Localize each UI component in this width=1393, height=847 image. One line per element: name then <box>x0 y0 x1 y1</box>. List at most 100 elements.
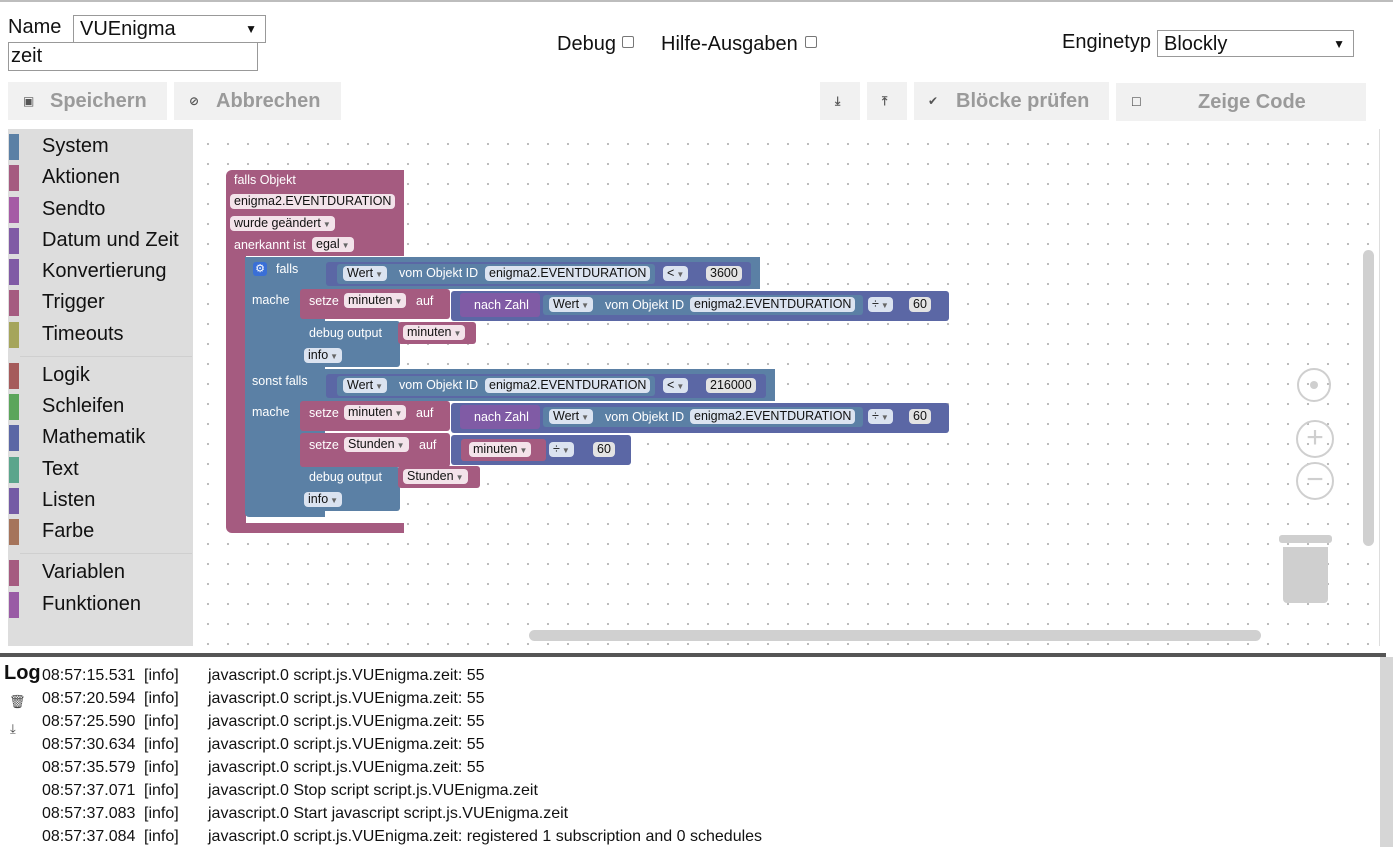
debug-checkbox[interactable] <box>622 36 634 48</box>
category-label: Aktionen <box>42 166 120 188</box>
operator-dropdown[interactable]: ÷▼ <box>549 442 574 457</box>
dropdown-arrow-icon: ▼ <box>394 409 403 418</box>
toolbox-category-variablen[interactable]: Variablen <box>8 560 193 586</box>
vom-objekt-label: vom Objekt ID <box>399 266 479 280</box>
toolbox-category-konvertierung[interactable]: Konvertierung <box>8 259 193 285</box>
dropdown-arrow-icon: ▼ <box>453 329 462 338</box>
save-button[interactable]: ▣ Speichern <box>8 82 167 120</box>
cancel-button[interactable]: ⊘ Abbrechen <box>174 82 341 120</box>
number-field[interactable]: 60 <box>909 409 931 424</box>
number-field[interactable]: 60 <box>909 297 931 312</box>
number-field[interactable]: 216000 <box>706 378 756 393</box>
toolbox-category-aktionen[interactable]: Aktionen <box>8 165 193 191</box>
log-level-dropdown[interactable]: info▼ <box>304 492 343 507</box>
recenter-icon[interactable] <box>1297 368 1331 402</box>
zoom-out-icon[interactable]: − <box>1296 462 1334 500</box>
check-blocks-button[interactable]: ✔ Blöcke prüfen <box>914 82 1109 120</box>
show-code-button[interactable]: ☐ Zeige Code <box>1116 83 1366 121</box>
variable-dropdown[interactable]: minuten▼ <box>344 293 407 308</box>
log-message: javascript.0 script.js.VUEnigma.zeit: 55 <box>208 667 485 684</box>
import-button[interactable]: ⤒ <box>867 82 907 120</box>
number-field[interactable]: 3600 <box>706 266 742 281</box>
category-label: Logik <box>42 364 90 386</box>
vom-objekt-label: vom Objekt ID <box>605 410 685 424</box>
trash-icon[interactable] <box>1283 547 1328 603</box>
trigger-change-dropdown[interactable]: wurde geändert▼ <box>230 216 335 231</box>
trigger-ack-dropdown[interactable]: egal▼ <box>312 237 354 252</box>
object-id-field[interactable]: enigma2.EVENTDURATION <box>485 378 651 393</box>
operator-dropdown[interactable]: <▼ <box>663 378 689 393</box>
operator-dropdown[interactable]: <▼ <box>663 266 689 281</box>
name-select-value: VUEnigma <box>80 18 176 40</box>
toolbox-category-text[interactable]: Text <box>8 457 193 483</box>
log-message: javascript.0 Start javascript script.js.… <box>208 805 569 822</box>
toolbox-separator <box>20 553 192 554</box>
script-name-input[interactable]: zeit <box>8 42 258 71</box>
toolbox-category-trigger[interactable]: Trigger <box>8 290 193 316</box>
object-id-field[interactable]: enigma2.EVENTDURATION <box>690 297 856 312</box>
toolbox-category-listen[interactable]: Listen <box>8 488 193 514</box>
dropdown-arrow-icon: ▼ <box>519 446 528 455</box>
log-level-dropdown[interactable]: info▼ <box>304 348 343 363</box>
trigger-object-field[interactable]: enigma2.EVENTDURATION <box>230 194 396 209</box>
debug-output-label: debug output <box>309 326 382 340</box>
set-label: setze <box>309 406 339 420</box>
wert-dropdown[interactable]: Wert▼ <box>343 378 388 393</box>
toolbox-category-funktionen[interactable]: Funktionen <box>8 592 193 618</box>
enginetyp-select[interactable]: Blockly ▼ <box>1157 30 1354 57</box>
variable-dropdown[interactable]: Stunden▼ <box>344 437 409 452</box>
operator-dropdown[interactable]: ÷▼ <box>868 409 893 424</box>
gear-icon[interactable]: ⚙ <box>253 262 267 276</box>
toolbox-category-schleifen[interactable]: Schleifen <box>8 394 193 420</box>
variable-value: Stunden <box>407 469 454 483</box>
blockly-workspace[interactable]: falls Objekt enigma2.EVENTDURATION wurde… <box>193 129 1380 646</box>
toolbox-category-timeouts[interactable]: Timeouts <box>8 322 193 348</box>
log-splitter[interactable] <box>0 653 1386 657</box>
hilfe-label: Hilfe-Ausgaben <box>661 33 798 55</box>
trigger-change-value: wurde geändert <box>234 216 321 230</box>
toolbox-category-sendto[interactable]: Sendto <box>8 197 193 223</box>
workspace-vertical-scrollbar[interactable] <box>1363 250 1374 546</box>
variable-dropdown[interactable]: minuten▼ <box>469 442 532 457</box>
operator-dropdown[interactable]: ÷▼ <box>868 297 893 312</box>
wert-dropdown[interactable]: Wert▼ <box>549 409 594 424</box>
export-button[interactable]: ⤓ <box>820 82 860 120</box>
dropdown-arrow-icon: ▼ <box>330 496 339 505</box>
zoom-in-icon[interactable]: + <box>1296 420 1334 458</box>
variable-dropdown[interactable]: Stunden▼ <box>403 469 468 484</box>
object-id-field[interactable]: enigma2.EVENTDURATION <box>690 409 856 424</box>
category-color <box>9 425 19 451</box>
workspace-horizontal-scrollbar[interactable] <box>529 630 1261 641</box>
name-select[interactable]: VUEnigma ▼ <box>73 15 266 43</box>
number-field[interactable]: 60 <box>593 442 615 457</box>
wert-dropdown[interactable]: Wert▼ <box>343 266 388 281</box>
to-number-block[interactable] <box>460 405 540 429</box>
toolbox-category-farbe[interactable]: Farbe <box>8 519 193 545</box>
variable-value: minuten <box>348 293 393 307</box>
variable-dropdown[interactable]: minuten▼ <box>403 325 466 340</box>
variable-dropdown[interactable]: minuten▼ <box>344 405 407 420</box>
toolbox-category-mathematik[interactable]: Mathematik <box>8 425 193 451</box>
to-number-block[interactable] <box>460 293 540 317</box>
log-scrollbar[interactable] <box>1380 657 1393 847</box>
category-color <box>9 457 19 483</box>
check-blocks-label: Blöcke prüfen <box>956 90 1090 112</box>
toolbox-category-logik[interactable]: Logik <box>8 363 193 389</box>
toolbox-category-datum[interactable]: Datum und Zeit <box>8 228 193 254</box>
operator-value: < <box>667 378 675 392</box>
category-color <box>9 259 19 285</box>
log-level: [info] <box>144 736 179 753</box>
wert-dropdown[interactable]: Wert▼ <box>549 297 594 312</box>
dropdown-arrow-icon: ▼ <box>561 446 570 455</box>
object-id-field[interactable]: enigma2.EVENTDURATION <box>485 266 651 281</box>
trash-icon[interactable]: 🗑 <box>9 694 26 709</box>
operator-value: ÷ <box>872 297 879 311</box>
enginetyp-value: Blockly <box>1164 33 1228 55</box>
operator-value: ÷ <box>553 442 560 456</box>
dropdown-arrow-icon: ▼ <box>581 413 590 422</box>
set-label: setze <box>309 438 339 452</box>
category-color <box>9 363 19 389</box>
hilfe-checkbox[interactable] <box>805 36 817 48</box>
toolbox-category-system[interactable]: System <box>8 134 193 160</box>
download-icon[interactable]: ⤓ <box>10 721 16 736</box>
